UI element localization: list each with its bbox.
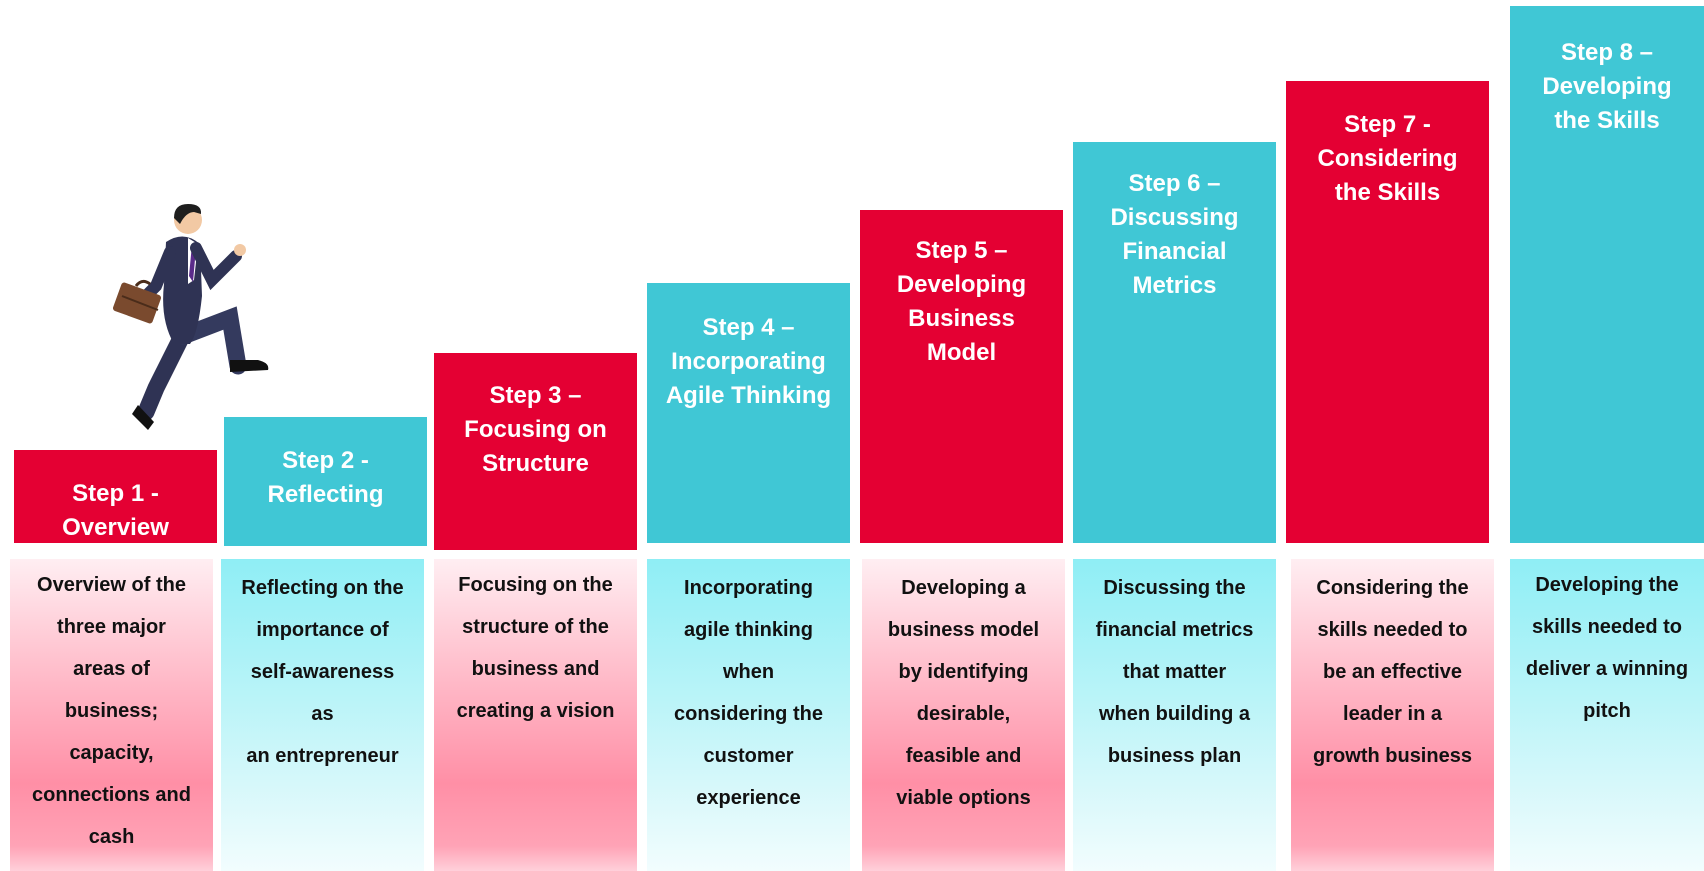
step-7-block: Step 7 - Considering the Skills: [1286, 81, 1489, 543]
step-8-block: Step 8 – Developing the Skills: [1510, 6, 1704, 543]
step-8-title: Step 8 – Developing the Skills: [1542, 39, 1672, 134]
step-4-block: Step 4 – Incorporating Agile Thinking: [647, 283, 850, 543]
step-1-title: Step 1 - Overview: [62, 480, 169, 541]
businessman-climbing-stairs-icon: [112, 204, 269, 430]
step-3-block: Step 3 – Focusing on Structure: [434, 353, 637, 550]
step-4-description: Incorporating agile thinking when consid…: [647, 559, 850, 871]
step-2-title: Step 2 - Reflecting: [267, 447, 384, 508]
step-3-description: Focusing on the structure of the busines…: [434, 559, 637, 871]
step-6-title: Step 6 – Discussing Financial Metrics: [1110, 170, 1239, 299]
step-4-title: Step 4 – Incorporating Agile Thinking: [665, 314, 832, 409]
step-7-title: Step 7 - Considering the Skills: [1317, 111, 1458, 206]
step-5-block: Step 5 – Developing Business Model: [860, 210, 1063, 543]
step-5-title: Step 5 – Developing Business Model: [896, 237, 1027, 366]
step-8-description: Developing the skills needed to deliver …: [1510, 559, 1704, 871]
step-2-block: Step 2 - Reflecting: [224, 417, 427, 546]
step-1-block: Step 1 - Overview: [14, 450, 217, 543]
step-5-description: Developing a business model by identifyi…: [862, 559, 1065, 871]
step-6-block: Step 6 – Discussing Financial Metrics: [1073, 142, 1276, 543]
step-7-description: Considering the skills needed to be an e…: [1291, 559, 1494, 871]
step-6-description: Discussing the financial metrics that ma…: [1073, 559, 1276, 871]
step-1-description: Overview of the three major areas of bus…: [10, 559, 213, 871]
step-2-description: Reflecting on the importance of self-awa…: [221, 559, 424, 871]
step-3-title: Step 3 – Focusing on Structure: [464, 382, 607, 477]
